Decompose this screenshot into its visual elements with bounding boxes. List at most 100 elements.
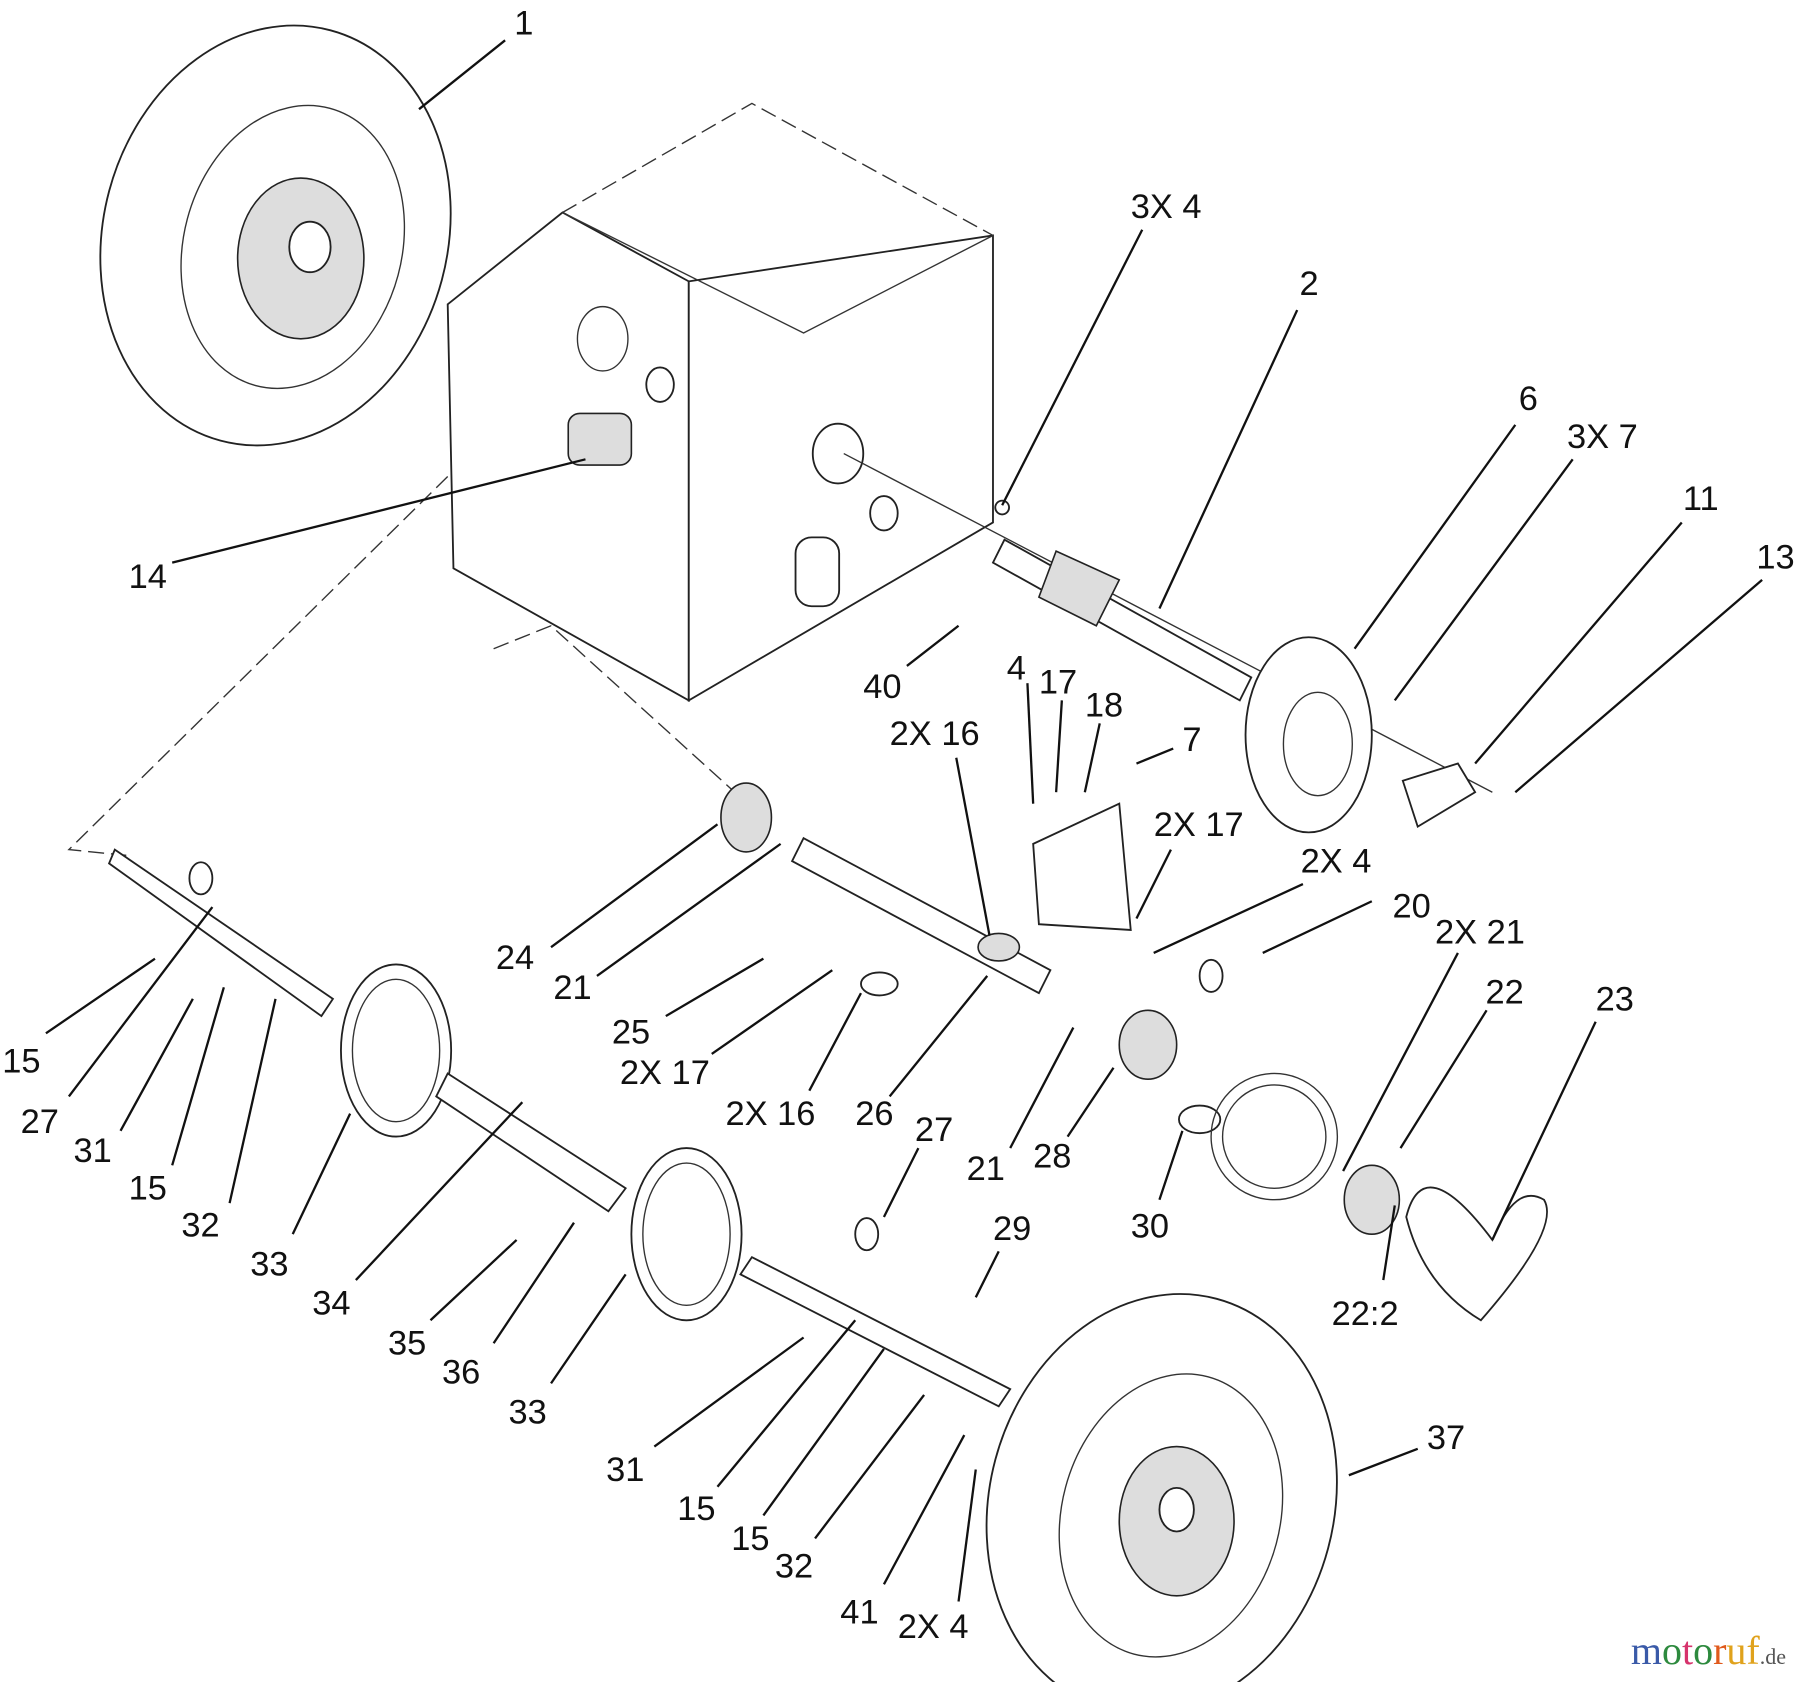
callout: 2X 17 [620, 1054, 710, 1092]
leader-line [1009, 1027, 1075, 1149]
leader-line [808, 992, 862, 1092]
watermark-suffix: .de [1759, 1644, 1786, 1669]
leader-line [1136, 747, 1174, 765]
callout: 2X 4 [898, 1608, 969, 1646]
leader-line [550, 1273, 627, 1385]
callout: 24 [496, 939, 534, 977]
leader-line [171, 458, 586, 564]
axle-assembly [991, 499, 1477, 834]
callout: 3X 7 [1567, 418, 1638, 456]
leader-line [1393, 458, 1574, 702]
callout: 2X 21 [1435, 914, 1525, 952]
leader-line [1474, 521, 1683, 765]
leader-line [1054, 700, 1064, 793]
leader-line [1158, 1130, 1184, 1201]
callout: 11 [1683, 480, 1719, 518]
leader-line [711, 969, 833, 1055]
callout: 15 [731, 1520, 769, 1558]
callout: 22 [1485, 973, 1523, 1011]
callout: 21 [553, 969, 591, 1007]
callout: 6 [1519, 380, 1538, 418]
callout: 37 [1427, 1419, 1465, 1457]
leader-line [119, 998, 194, 1132]
leader-line [716, 1319, 857, 1488]
frame [446, 102, 994, 702]
leader-line [228, 998, 277, 1204]
callout: 2X 4 [1301, 843, 1372, 881]
middle-parts [720, 782, 1548, 1322]
callout: 17 [1039, 663, 1077, 701]
leader-line [171, 987, 225, 1166]
leader-line [67, 906, 214, 1098]
callout: 15 [2, 1042, 40, 1080]
callout: 30 [1131, 1208, 1169, 1246]
callout: 18 [1085, 686, 1123, 724]
centerline [493, 624, 736, 793]
watermark-logo: motoruf.de [1631, 1627, 1786, 1674]
leader-line [882, 1147, 920, 1218]
leader-line [665, 957, 764, 1018]
watermark-name: motoruf [1630, 1628, 1760, 1673]
callout: 35 [388, 1325, 426, 1363]
leader-line [291, 1113, 352, 1235]
leader-line [1001, 229, 1144, 506]
wheel-bottom-right [985, 1293, 1338, 1682]
callout: 31 [606, 1451, 644, 1489]
axis-line [843, 452, 1493, 793]
callout: 14 [129, 558, 167, 596]
callout: 7 [1182, 721, 1201, 759]
leader-line [1382, 1205, 1396, 1281]
callout: 34 [312, 1285, 350, 1323]
leader-line [1158, 309, 1299, 610]
leader-line [1342, 952, 1459, 1172]
leader-line [957, 1469, 977, 1602]
callout: 32 [775, 1547, 813, 1585]
leader-line [1066, 1067, 1115, 1138]
leader-line [492, 1222, 575, 1344]
callout: 1 [514, 5, 533, 43]
callout: 27 [915, 1111, 953, 1149]
leader-line [882, 1434, 966, 1585]
callout: 4 [1007, 650, 1026, 688]
leader-line [888, 975, 989, 1098]
callout: 2 [1299, 265, 1318, 303]
callout: 3X 4 [1131, 188, 1202, 226]
callout: 15 [677, 1490, 715, 1528]
leader-line [1026, 683, 1035, 804]
callout: 33 [509, 1394, 547, 1432]
leader-line [45, 957, 156, 1035]
callout: 2X 16 [890, 715, 980, 753]
leader-line [1348, 1447, 1419, 1477]
callout: 26 [855, 1095, 893, 1133]
callout: 2X 16 [726, 1095, 816, 1133]
leader-line [429, 1239, 518, 1322]
callout: 15 [129, 1170, 167, 1208]
callout: 2X 17 [1154, 806, 1244, 844]
leader-line [1262, 900, 1373, 954]
callout: 13 [1756, 538, 1794, 576]
callout: 20 [1392, 887, 1430, 925]
callout: 25 [612, 1014, 650, 1052]
callout: 22:2 [1332, 1295, 1399, 1333]
callout: 40 [863, 668, 901, 706]
leader-line [1135, 849, 1172, 920]
leader-line [355, 1101, 524, 1281]
leader-line [550, 823, 719, 949]
wheel-top-left [99, 24, 452, 447]
lower-shaft-gears [107, 848, 1012, 1408]
callout: 33 [250, 1246, 288, 1284]
leader-line [1153, 883, 1304, 954]
leader-line [1353, 424, 1517, 650]
leader-line [814, 1394, 926, 1540]
callout: 27 [21, 1103, 59, 1141]
leader-line [596, 842, 782, 977]
callout: 29 [993, 1210, 1031, 1248]
callout: 23 [1596, 980, 1634, 1018]
callout: 36 [442, 1353, 480, 1391]
leader-line [418, 39, 506, 111]
centerline [67, 476, 449, 857]
leader-line [1514, 578, 1763, 794]
